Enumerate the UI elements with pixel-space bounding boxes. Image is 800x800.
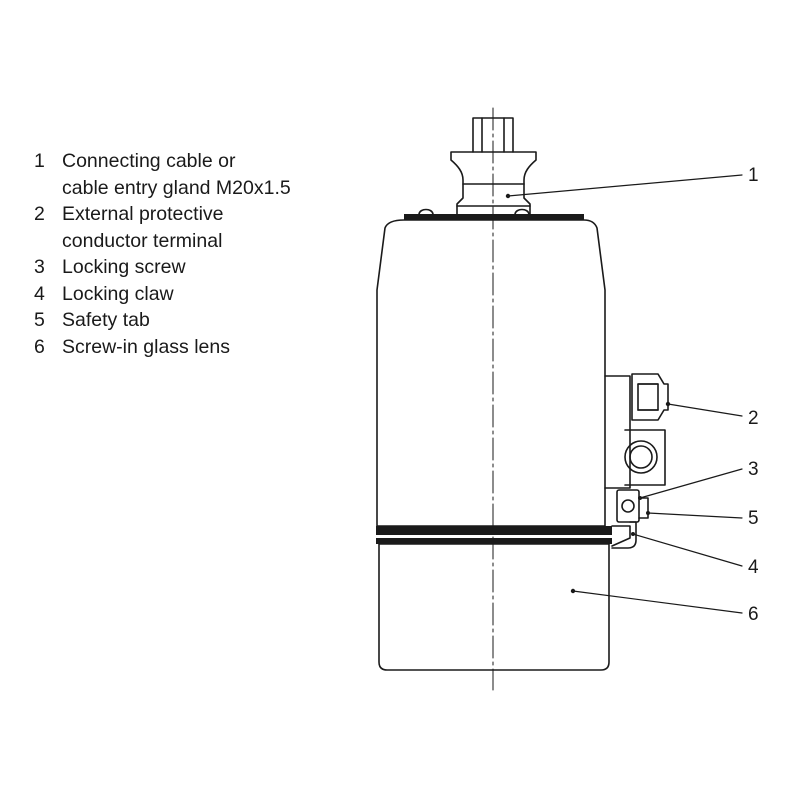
glass-lens: [378, 543, 610, 671]
legend-item-5: 5 Safety tab: [34, 307, 354, 334]
legend-item-2: 2 External protective conductor terminal: [34, 201, 354, 254]
callout-4: 4: [748, 557, 759, 578]
callout-1: 1: [748, 165, 759, 186]
callout-2: 2: [748, 408, 759, 429]
legend-number: 4: [34, 282, 45, 305]
legend-item-1: 1 Connecting cable or cable entry gland …: [34, 148, 354, 201]
legend-text: Locking claw: [62, 282, 174, 305]
housing-body: [376, 219, 612, 544]
callout-3: 3: [748, 459, 759, 480]
legend-text: Locking screw: [62, 256, 186, 278]
legend-item-4: 4 Locking claw: [34, 281, 354, 308]
legend-text: Screw-in glass lens: [62, 335, 230, 358]
ground-terminal: [604, 373, 669, 489]
legend-number: 1: [34, 150, 45, 172]
legend-number: 3: [34, 256, 45, 278]
callout-6: 6: [748, 604, 759, 625]
legend-text: Safety tab: [62, 309, 150, 331]
legend-list: 1 Connecting cable or cable entry gland …: [34, 148, 354, 360]
cable-gland: [404, 117, 584, 220]
locking-mechanism: [611, 489, 649, 549]
legend-number: 6: [34, 335, 45, 358]
legend-item-3: 3 Locking screw: [34, 254, 354, 281]
legend-text: Connecting cable or cable entry gland M2…: [62, 150, 291, 199]
legend-item-6: 6 Screw-in glass lens: [34, 334, 354, 361]
legend-number: 2: [34, 203, 45, 225]
legend-text: External protective conductor terminal: [62, 203, 224, 252]
leader-lines: [507, 174, 743, 614]
legend-number: 5: [34, 309, 45, 331]
callout-5: 5: [748, 508, 759, 529]
